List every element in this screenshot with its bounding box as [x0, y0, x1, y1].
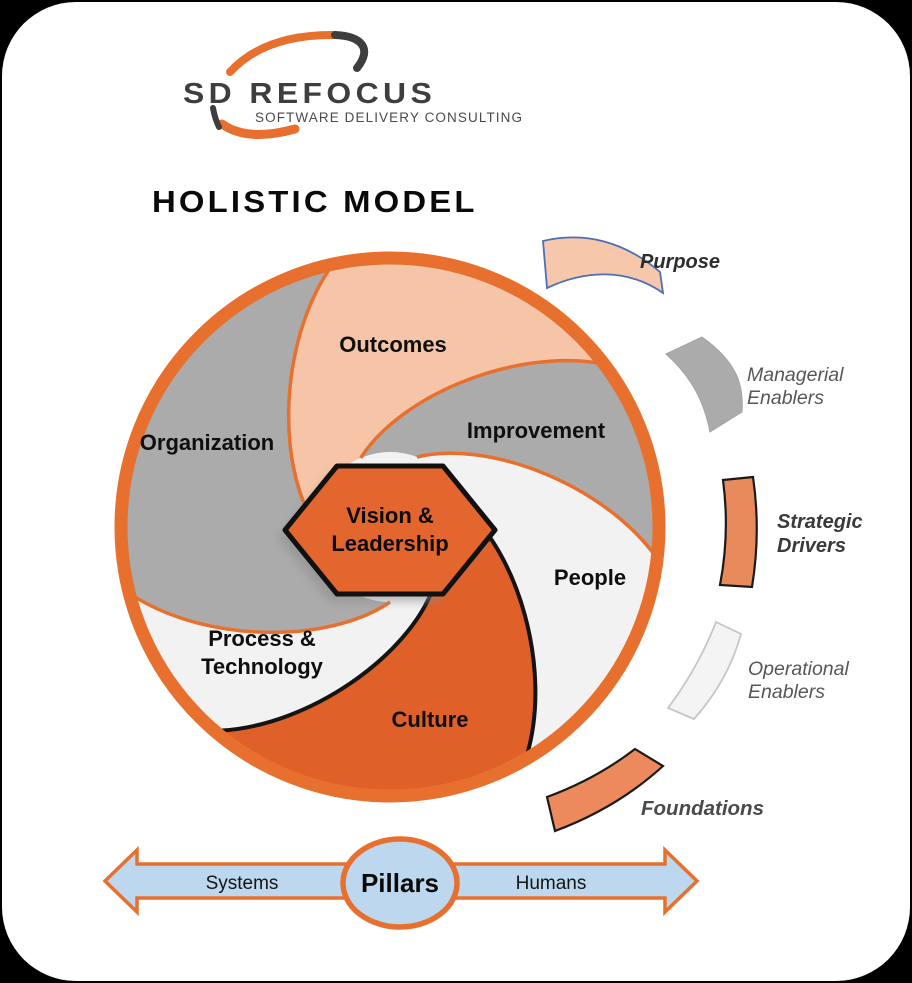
boundary-improvement-people: [416, 451, 656, 556]
label-process-line1: Process &: [208, 626, 316, 651]
vision-leadership-hexagon: [282, 463, 498, 597]
page-title: HOLISTIC MODEL: [152, 184, 478, 219]
logo-swoosh-icon: [210, 30, 369, 139]
legend-label-foundations: Foundations: [641, 797, 764, 820]
logo-subtitle: SOFTWARE DELIVERY CONSULTING: [255, 110, 524, 125]
legend-swatch-purpose: [542, 236, 665, 295]
legend-swatch-strategic: [718, 475, 758, 589]
axis-label-humans: Humans: [516, 873, 587, 894]
logo-title: SD REFOCUS: [183, 78, 437, 110]
blade-outcomes: [288, 260, 600, 525]
legend-swatch-managerial: [665, 336, 743, 433]
label-improvement: Improvement: [467, 418, 606, 443]
pillars-ellipse: [340, 836, 460, 930]
swoosh-top-orange-arc: [226, 30, 339, 76]
legend-label-operational-line1: Operational: [748, 658, 849, 680]
boundary-outcomes-improvement: [359, 358, 600, 459]
wheel-outer-ring: [114, 251, 666, 803]
boundary-organization-outcomes: [286, 266, 332, 526]
label-culture: Culture: [392, 707, 469, 732]
legend-label-strategic-line2: Drivers: [777, 535, 846, 557]
legend-swatch-operational: [666, 620, 743, 721]
label-process-line2: Technology: [201, 654, 324, 679]
blade-process-technology: [133, 588, 433, 731]
blade-people: [416, 453, 655, 755]
legend-label-strategic-line1: Strategic: [777, 511, 863, 533]
label-vision-line1: Vision &: [346, 503, 434, 528]
axis-label-systems: Systems: [206, 873, 279, 894]
label-organization: Organization: [140, 430, 274, 455]
boundary-culture-process: [218, 587, 435, 733]
axis-label-pillars: Pillars: [361, 868, 439, 898]
legend-label-purpose: Purpose: [640, 251, 720, 273]
label-outcomes: Outcomes: [339, 332, 447, 357]
swoosh-bottom-orange-arc: [217, 119, 300, 139]
legend-label-operational-line2: Enablers: [748, 681, 825, 703]
boundary-process-organization: [132, 594, 391, 635]
label-people: People: [554, 565, 626, 590]
blade-organization: [124, 267, 390, 633]
legend-swatch-foundations: [545, 747, 665, 833]
legend-label-managerial-line2: Enablers: [747, 387, 824, 409]
legend-label-managerial-line1: Managerial: [747, 364, 844, 386]
blade-improvement: [360, 360, 656, 555]
label-vision-line2: Leadership: [331, 531, 448, 556]
swoosh-bottom-dark-tick: [210, 105, 222, 130]
swoosh-top-dark-arc: [331, 31, 369, 72]
